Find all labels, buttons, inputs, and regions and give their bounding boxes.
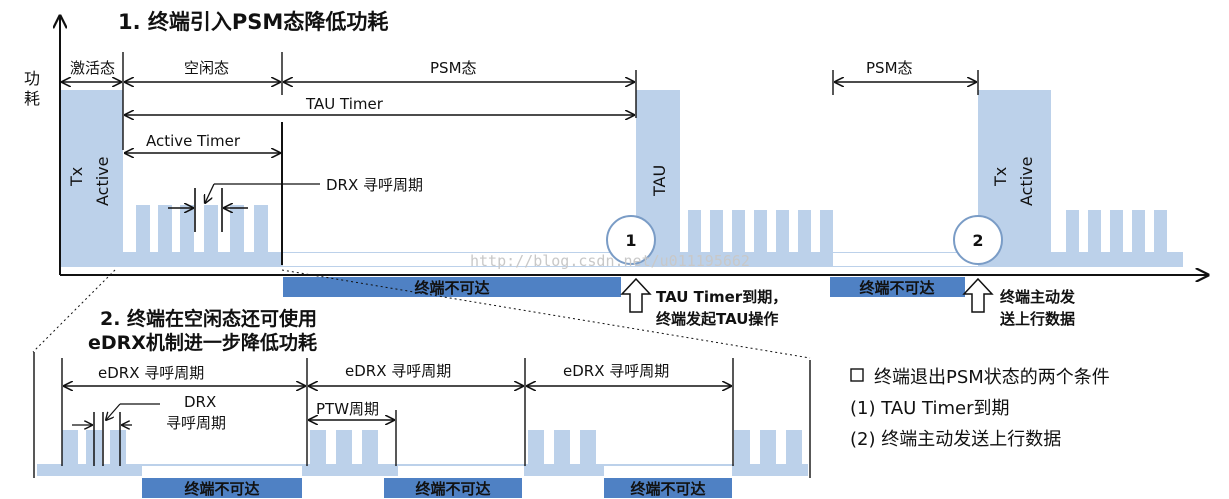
unreachable-top-2-label: 终端不可达	[859, 279, 934, 297]
title-edrx-line2: eDRX机制进一步降低功耗	[88, 331, 317, 354]
zoom-line-right	[281, 269, 811, 359]
y-axis-label-2: 耗	[24, 89, 40, 108]
label-psm-state-1: PSM态	[430, 59, 477, 77]
unreachable-bottom-1-label: 终端不可达	[184, 480, 259, 498]
drx-small-pulses	[136, 205, 1167, 253]
checkbox-bullet-icon	[850, 368, 864, 382]
label-idle-state: 空闲态	[184, 59, 229, 77]
note1-line1: TAU Timer到期，	[656, 288, 787, 306]
up-arrow-2	[962, 277, 994, 313]
label-active-left: Active	[93, 157, 112, 207]
label-active-right: Active	[1017, 157, 1036, 207]
unreachable-bottom-3-label: 终端不可达	[630, 480, 705, 498]
edrx-label-1: eDRX 寻呼周期	[98, 364, 204, 382]
drx-bottom-label-1: DRX	[184, 393, 216, 411]
label-drx-paging: DRX 寻呼周期	[326, 176, 423, 194]
label-tau: TAU	[650, 165, 669, 197]
y-axis-label-1: 功	[24, 69, 40, 88]
label-active-timer: Active Timer	[146, 132, 241, 150]
unreachable-bar-bottom-3	[604, 478, 732, 498]
conditions-heading: 终端退出PSM状态的两个条件	[874, 367, 1110, 388]
label-tx-right: Tx	[991, 167, 1010, 187]
watermark: http://blog.csdn.net/u011195662	[470, 252, 750, 270]
label-psm-state-2: PSM态	[866, 59, 913, 77]
label-tau-timer: TAU Timer	[305, 95, 384, 113]
edrx-label-3: eDRX 寻呼周期	[563, 362, 669, 380]
unreachable-bar-top-1	[283, 277, 621, 297]
circle-1-label: 1	[625, 231, 636, 250]
edrx-pulses	[62, 430, 802, 466]
up-arrow-1	[620, 277, 652, 313]
circle-1	[606, 215, 656, 265]
note2-line2: 送上行数据	[999, 310, 1075, 328]
condition-2: (2) 终端主动发送上行数据	[850, 429, 1061, 450]
tx-active-pulse-left	[61, 90, 123, 253]
edrx-label-2: eDRX 寻呼周期	[345, 362, 451, 380]
note1-line2: 终端发起TAU操作	[656, 310, 778, 328]
title-edrx-line1: 2. 终端在空闲态还可使用	[100, 307, 317, 330]
title-psm: 1. 终端引入PSM态降低功耗	[118, 10, 388, 34]
unreachable-bar-bottom-2	[384, 478, 522, 498]
unreachable-top-1-label: 终端不可达	[414, 279, 489, 297]
drx-bottom-label-2: 寻呼周期	[166, 414, 226, 432]
label-tx-left: Tx	[67, 167, 86, 187]
ptw-label: PTW周期	[316, 400, 379, 418]
note2-line1: 终端主动发	[1000, 288, 1076, 306]
condition-1: (1) TAU Timer到期	[850, 398, 1009, 419]
zoom-line-left	[32, 269, 116, 353]
label-active-state: 激活态	[70, 59, 115, 77]
circle-2-label: 2	[972, 231, 983, 250]
unreachable-bar-bottom-1	[142, 478, 302, 498]
unreachable-bottom-2-label: 终端不可达	[415, 480, 490, 498]
unreachable-bar-top-2	[830, 277, 965, 297]
circle-2	[953, 215, 1003, 265]
